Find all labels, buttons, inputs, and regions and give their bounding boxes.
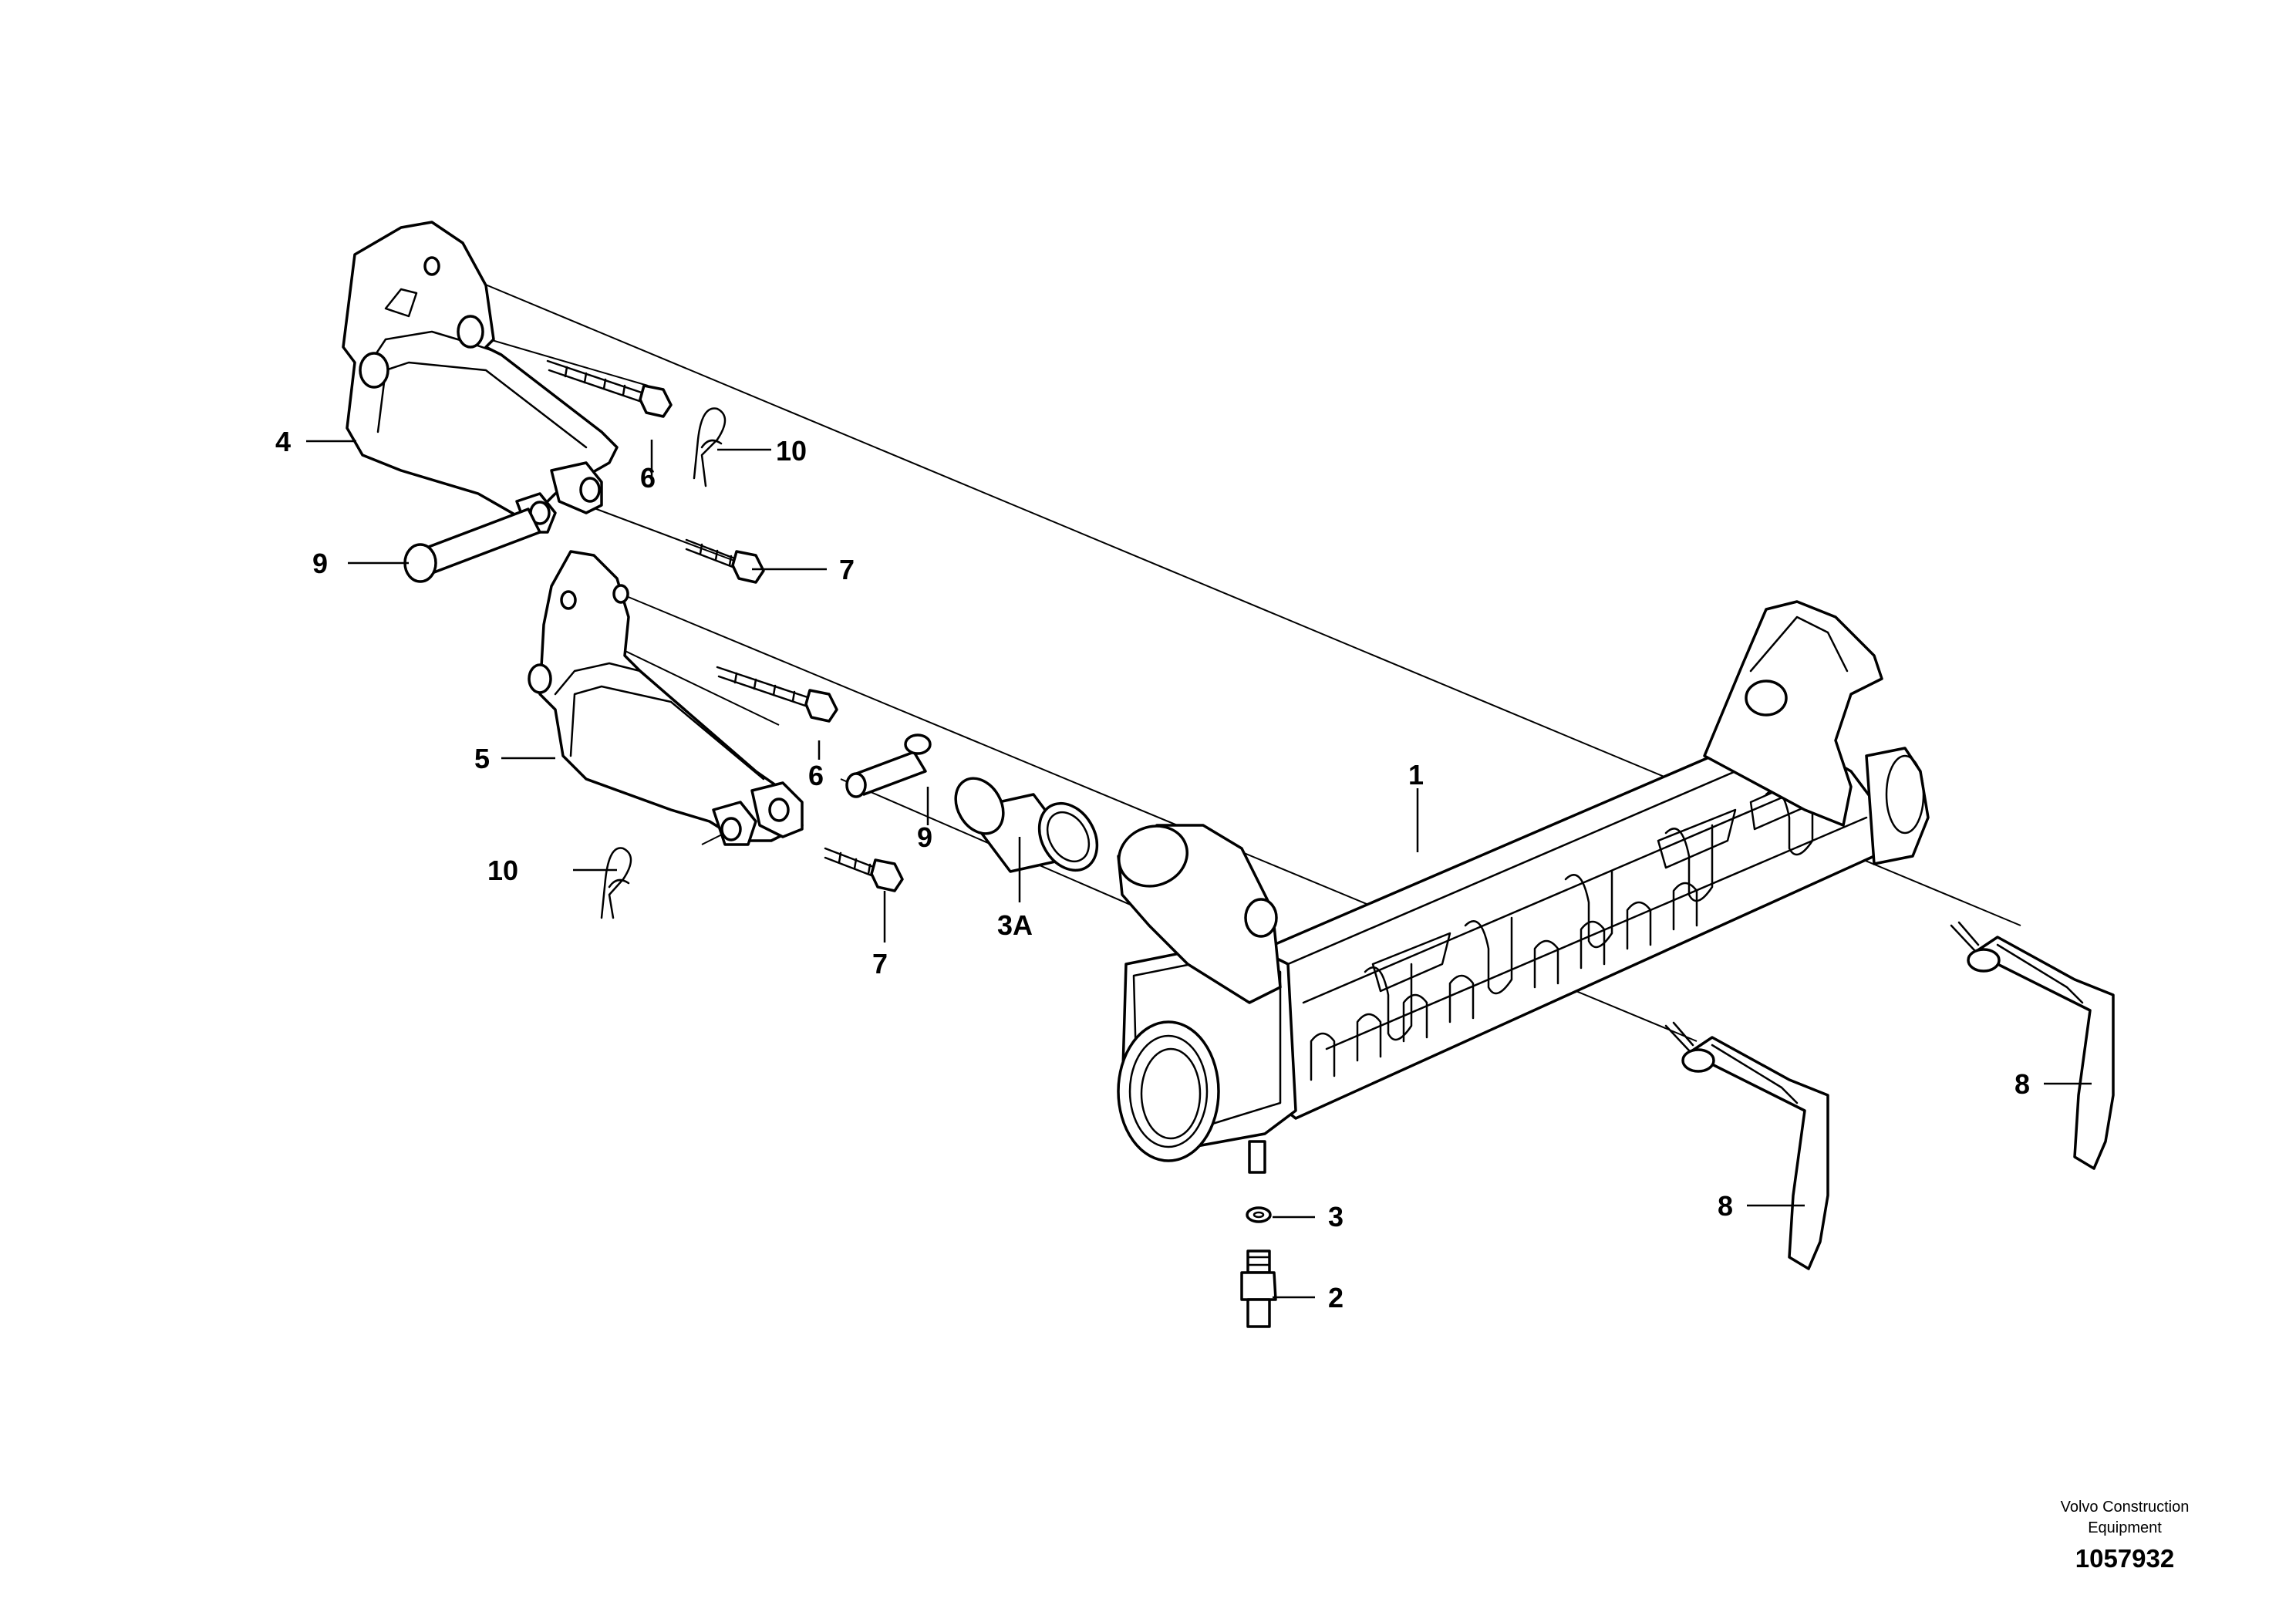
sleeve-part-3a bbox=[954, 777, 1099, 873]
callout-6-upper: 6 bbox=[640, 462, 656, 494]
long-bolt-part-6-lower bbox=[716, 666, 838, 723]
brand-line-2: Equipment bbox=[2088, 1519, 2162, 1536]
callout-7-lower: 7 bbox=[872, 948, 888, 980]
callout-7-upper: 7 bbox=[839, 554, 855, 585]
footer-credit: Volvo Construction Equipment 1057932 bbox=[2061, 1499, 2190, 1573]
r-clip-part-10-lower bbox=[600, 847, 632, 919]
r-clip-part-10-upper bbox=[693, 407, 727, 487]
lower-bracket-part-5 bbox=[528, 550, 804, 846]
callout-4: 4 bbox=[275, 426, 291, 457]
short-bolt-part-7-upper bbox=[685, 538, 765, 584]
clamp-part-8-center bbox=[1664, 1021, 1829, 1270]
document-number: 1057932 bbox=[2075, 1544, 2174, 1573]
long-bolt-part-6-upper bbox=[546, 359, 673, 418]
callout-9-upper: 9 bbox=[312, 548, 328, 579]
callout-6-lower: 6 bbox=[808, 760, 824, 791]
callout-2: 2 bbox=[1328, 1282, 1344, 1313]
callout-3: 3 bbox=[1328, 1201, 1344, 1233]
drain-nipple-part-2 bbox=[1240, 1249, 1277, 1328]
cooler-part-1 bbox=[1117, 600, 1930, 1174]
callout-8-right: 8 bbox=[2014, 1068, 2030, 1100]
leader-lines bbox=[306, 440, 2092, 1299]
callout-labels: 1 2 3 3A 4 5 6 6 7 7 8 8 9 9 10 10 bbox=[275, 426, 2030, 1313]
upper-bracket-part-4 bbox=[342, 221, 619, 534]
short-bolt-part-7-lower bbox=[824, 847, 904, 892]
callout-10-lower: 10 bbox=[487, 855, 518, 886]
pin-part-9-lower bbox=[845, 733, 932, 798]
callout-1: 1 bbox=[1408, 759, 1424, 791]
callout-9-lower: 9 bbox=[917, 821, 932, 853]
callout-10-upper: 10 bbox=[776, 435, 807, 467]
callout-8-center: 8 bbox=[1718, 1190, 1733, 1222]
callout-3a: 3A bbox=[997, 909, 1033, 941]
clamp-part-8-right bbox=[1950, 921, 2115, 1170]
washer-part-3 bbox=[1246, 1206, 1272, 1223]
pin-part-9-upper bbox=[403, 508, 541, 583]
callout-5: 5 bbox=[474, 743, 490, 774]
brand-line-1: Volvo Construction bbox=[2061, 1499, 2190, 1516]
